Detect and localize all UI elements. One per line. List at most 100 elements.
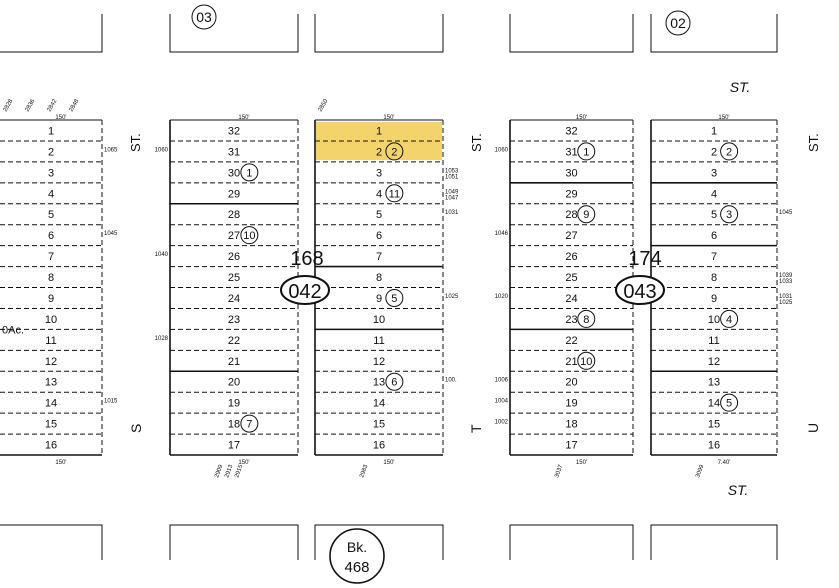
lot-number[interactable]: 4	[376, 188, 382, 200]
lot-number[interactable]: 7	[376, 251, 382, 263]
lot-number[interactable]: 9	[376, 293, 382, 305]
lot-number[interactable]: 6	[711, 230, 717, 242]
lot-number[interactable]: 8	[48, 272, 54, 284]
lot-number[interactable]: 3	[376, 167, 382, 179]
lot-number[interactable]: 25	[228, 272, 240, 284]
lot-number[interactable]: 24	[565, 293, 577, 305]
book-number-circle[interactable]: Bk. 468	[329, 528, 385, 584]
map-sheet-circle-03[interactable]: 03	[191, 4, 217, 30]
map-sheet-circle-02[interactable]: 02	[665, 10, 691, 36]
lot-number[interactable]: 21	[565, 356, 577, 368]
lot-number[interactable]: 17	[565, 440, 577, 452]
parcel-number[interactable]: 9	[577, 205, 596, 224]
lot-number[interactable]: 6	[48, 230, 54, 242]
lot-number[interactable]: 12	[373, 356, 385, 368]
lot-number[interactable]: 1	[48, 125, 54, 137]
lot-number[interactable]: 15	[45, 419, 57, 431]
lot-number[interactable]: 2	[376, 146, 382, 158]
lot-number[interactable]: 22	[228, 335, 240, 347]
parcel-number[interactable]: 10	[577, 351, 596, 370]
lot-number[interactable]: 7	[711, 251, 717, 263]
lot-number[interactable]: 25	[565, 272, 577, 284]
lot-number[interactable]: 3	[711, 167, 717, 179]
lot-number[interactable]: 8	[711, 272, 717, 284]
parcel-number[interactable]: 11	[385, 184, 404, 203]
parcel-number[interactable]: 4	[720, 309, 739, 328]
lot-number[interactable]: 30	[565, 167, 577, 179]
parcel-number[interactable]: 1	[577, 142, 596, 161]
lot-number[interactable]: 18	[565, 419, 577, 431]
lot-number[interactable]: 32	[565, 125, 577, 137]
lot-number[interactable]: 31	[565, 146, 577, 158]
lot-number[interactable]: 27	[228, 230, 240, 242]
lot-number[interactable]: 22	[565, 335, 577, 347]
lot-number[interactable]: 23	[228, 314, 240, 326]
lot-number[interactable]: 1	[376, 125, 382, 137]
lot-number[interactable]: 2	[711, 146, 717, 158]
lot-number[interactable]: 13	[708, 377, 720, 389]
lot-number[interactable]: 32	[228, 125, 240, 137]
lot-number[interactable]: 5	[48, 209, 54, 221]
lot-number[interactable]: 9	[48, 293, 54, 305]
lot-number[interactable]: 5	[711, 209, 717, 221]
lot-number[interactable]: 24	[228, 293, 240, 305]
parcel-number[interactable]: 1	[240, 163, 259, 182]
lot-number[interactable]: 16	[708, 440, 720, 452]
lot-number[interactable]: 31	[228, 146, 240, 158]
lot-number[interactable]: 13	[45, 377, 57, 389]
lot-number[interactable]: 9	[711, 293, 717, 305]
lot-number[interactable]: 4	[711, 188, 717, 200]
lot-number[interactable]: 8	[376, 272, 382, 284]
lot-number[interactable]: 30	[228, 167, 240, 179]
lot-number[interactable]: 20	[565, 377, 577, 389]
lot-number[interactable]: 29	[565, 188, 577, 200]
lot-number[interactable]: 2	[48, 146, 54, 158]
parcel-number[interactable]: 7	[240, 414, 259, 433]
lot-number[interactable]: 28	[565, 209, 577, 221]
lot-number[interactable]: 15	[373, 419, 385, 431]
lot-number[interactable]: 26	[565, 251, 577, 263]
lot-number[interactable]: 5	[376, 209, 382, 221]
parcel-number[interactable]: 10	[240, 226, 259, 245]
lot-number[interactable]: 1	[711, 125, 717, 137]
lot-number[interactable]: 29	[228, 188, 240, 200]
lot-number[interactable]: 18	[228, 419, 240, 431]
parcel-number[interactable]: 8	[577, 309, 596, 328]
lot-number[interactable]: 14	[373, 398, 385, 410]
lot-number[interactable]: 10	[45, 314, 57, 326]
parcel-number[interactable]: 3	[720, 205, 739, 224]
lot-number[interactable]: 19	[565, 398, 577, 410]
block-174-label[interactable]: 174 043	[615, 248, 665, 305]
lot-number[interactable]: 12	[708, 356, 720, 368]
lot-number[interactable]: 11	[708, 335, 719, 347]
lot-number[interactable]: 10	[373, 314, 385, 326]
lot-number[interactable]: 11	[45, 335, 56, 347]
lot-number[interactable]: 21	[228, 356, 240, 368]
lot-number[interactable]: 16	[45, 440, 57, 452]
parcel-number[interactable]: 2	[720, 142, 739, 161]
lot-number[interactable]: 20	[228, 377, 240, 389]
lot-number[interactable]: 12	[45, 356, 57, 368]
lot-number[interactable]: 17	[228, 440, 240, 452]
parcel-number[interactable]: 2	[385, 142, 404, 161]
lot-number[interactable]: 10	[708, 314, 720, 326]
lot-number[interactable]: 19	[228, 398, 240, 410]
lot-number[interactable]: 11	[373, 335, 384, 347]
lot-number[interactable]: 14	[708, 398, 720, 410]
parcel-number[interactable]: 6	[385, 372, 404, 391]
lot-number[interactable]: 28	[228, 209, 240, 221]
lot-number[interactable]: 26	[228, 251, 240, 263]
lot-number[interactable]: 13	[373, 377, 385, 389]
lot-number[interactable]: 16	[373, 440, 385, 452]
parcel-number[interactable]: 5	[720, 393, 739, 412]
lot-number[interactable]: 15	[708, 419, 720, 431]
lot-number[interactable]: 4	[48, 188, 54, 200]
lot-number[interactable]: 14	[45, 398, 57, 410]
lot-number[interactable]: 3	[48, 167, 54, 179]
parcel-number[interactable]: 5	[385, 288, 404, 307]
lot-number[interactable]: 6	[376, 230, 382, 242]
lot-number[interactable]: 7	[48, 251, 54, 263]
lot-number[interactable]: 27	[565, 230, 577, 242]
block-168-label[interactable]: 168 042	[280, 248, 330, 305]
lot-number[interactable]: 23	[565, 314, 577, 326]
